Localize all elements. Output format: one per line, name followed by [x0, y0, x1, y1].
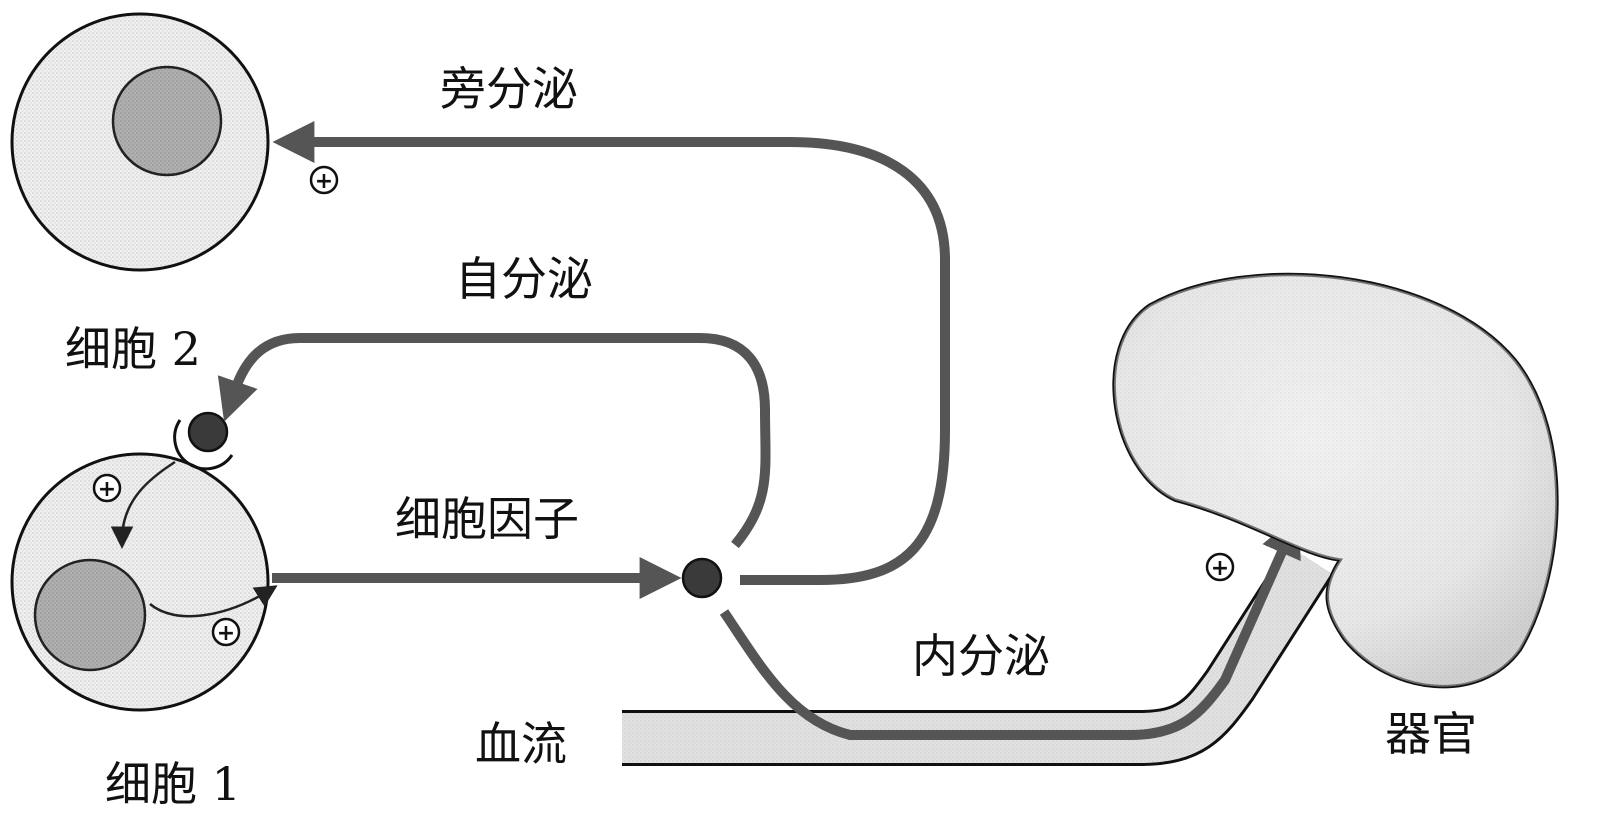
plus-endocrine-text: +: [1211, 556, 1229, 581]
plus-nucleus: +: [211, 617, 241, 647]
plus-receptor: +: [92, 473, 122, 503]
autocrine-arrow: [217, 333, 771, 549]
plus-receptor-text: +: [98, 477, 116, 502]
bound-cytokine-molecule: [187, 411, 229, 453]
receptor-complex: [173, 411, 234, 471]
cytokine-label: 细胞因子: [395, 492, 579, 546]
organ-label: 器官: [1385, 707, 1477, 761]
endocrine-label: 内分泌: [912, 629, 1050, 683]
cell-2-label: 细胞 2: [65, 322, 201, 376]
receptor-cup: [173, 419, 234, 471]
cytokine-molecule: [681, 557, 723, 599]
cell-2: [10, 12, 270, 272]
endocrine-arrow: [719, 514, 1301, 740]
plus-endocrine: +: [1205, 552, 1235, 582]
cell-2-nucleus: [111, 65, 223, 177]
paracrine-arrow: [272, 121, 950, 585]
receptor-to-nucleus-arrow: [110, 460, 176, 549]
cell-1: [10, 452, 278, 712]
paracrine-label: 旁分泌: [440, 62, 578, 116]
plus-nucleus-text: +: [217, 621, 235, 646]
plus-paracrine-text: +: [315, 169, 333, 194]
autocrine-label: 自分泌: [455, 252, 593, 306]
bloodstream-label: 血流: [475, 717, 567, 771]
nucleus-to-membrane-arrow: [149, 585, 278, 618]
plus-paracrine: +: [309, 165, 339, 195]
cell-1-label: 细胞 1: [105, 757, 241, 811]
cell-1-nucleus: [33, 558, 147, 672]
